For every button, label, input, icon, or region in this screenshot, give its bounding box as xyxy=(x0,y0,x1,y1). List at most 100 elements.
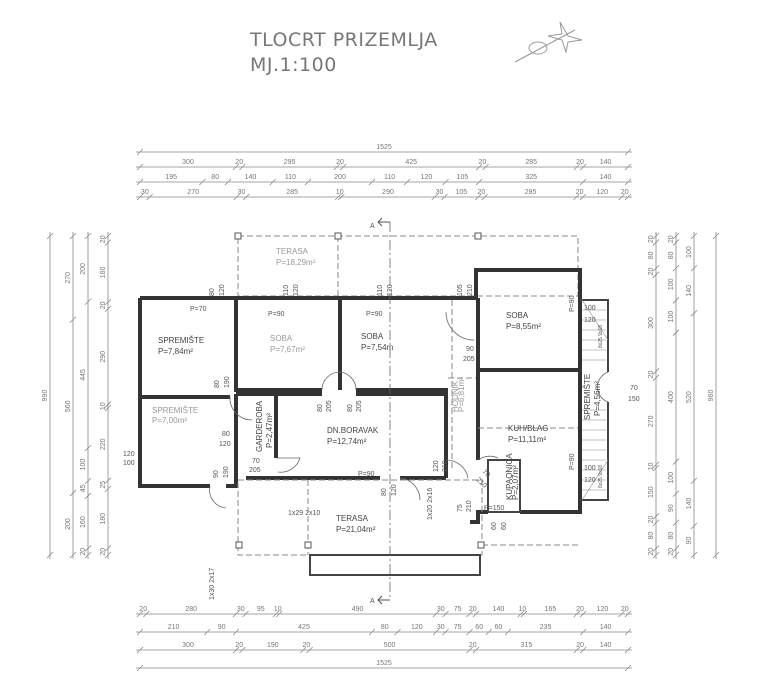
gard-door-bottom: 205 xyxy=(249,467,261,474)
dim-bottom-0-tick xyxy=(624,610,632,618)
dim-top-2-value: 120 xyxy=(421,174,433,181)
soba3-door-top: 90 xyxy=(466,346,474,353)
dim-top-1-tick xyxy=(232,163,240,171)
terasa-win-top: 80 xyxy=(381,488,388,496)
dim-right-0-tick xyxy=(652,271,660,278)
dim-right-3-tick xyxy=(712,551,720,559)
dim-left-3-tick xyxy=(104,477,112,484)
dim-top-2-tick xyxy=(224,178,232,186)
dim-top-3-value: 20 xyxy=(621,189,629,196)
dim-right-1-value: 100 xyxy=(668,311,675,323)
entry-door-top: 75 xyxy=(457,504,464,512)
dim-bottom-2-tick xyxy=(624,646,632,654)
dim-left-1-tick xyxy=(69,551,77,559)
dim-top-2-tick xyxy=(199,178,206,186)
w3-top: 110 xyxy=(377,285,384,296)
dim-left-3-value: 180 xyxy=(100,513,107,525)
dim-right-0-tick xyxy=(652,551,660,559)
dim-right-2-tick xyxy=(690,264,698,272)
dim-right-0-value: 80 xyxy=(648,532,655,540)
dim-bottom-0-value: 280 xyxy=(185,606,197,613)
dim-right-2-value: 520 xyxy=(686,391,693,403)
dim-left-3-tick xyxy=(104,239,112,246)
dim-bottom-1-value: 80 xyxy=(381,624,389,631)
dim-left-3-value: 220 xyxy=(100,438,107,450)
dim-bottom-3-value: 1525 xyxy=(376,660,392,667)
dim-right-1-tick xyxy=(672,329,680,336)
dim-right-0-tick xyxy=(652,232,660,240)
dim-left-3-tick xyxy=(104,404,112,412)
spr2-bottom-top: 90 xyxy=(213,470,220,478)
spr2-side-top: 120 xyxy=(123,451,135,458)
section-label-bottom: A xyxy=(370,598,375,605)
dim-bottom-2-value: 20 xyxy=(469,642,477,649)
boravak-door-bottom: 210 xyxy=(442,460,449,472)
staircase xyxy=(581,299,609,501)
dim-bottom-2-tick xyxy=(232,646,240,654)
soba3-win-bottom: 120 xyxy=(584,317,596,324)
dim-top-1-value: 20 xyxy=(576,159,584,166)
dim-top-2-value: 325 xyxy=(525,174,537,181)
dim-right-2-tick xyxy=(690,551,698,559)
dim-bottom-2-value: 190 xyxy=(267,642,279,649)
dim-top-3-value: 20 xyxy=(478,189,486,196)
section-label-top: A xyxy=(370,223,375,230)
dim-right-2-value: 140 xyxy=(686,285,693,297)
dim-right-1-tick xyxy=(672,551,680,559)
kuh-win-top: 100 xyxy=(584,465,596,472)
dim-top-1-tick xyxy=(239,163,246,171)
dim-left-3-value: 20 xyxy=(100,548,107,556)
dim-left-2-tick xyxy=(84,492,92,500)
opening-labels: P=70 80 120 P=90 110 120 P=90 110 120 10… xyxy=(123,284,640,530)
soba1-door-bottom: 205 xyxy=(326,400,333,412)
dim-bottom-2-tick xyxy=(306,646,313,654)
dim-bottom-1-tick xyxy=(368,628,376,636)
dim-bottom-1-tick xyxy=(136,628,144,636)
dim-top-1-tick xyxy=(624,163,632,171)
dim-right-3-tick xyxy=(712,232,720,240)
dim-right-0-value: 300 xyxy=(648,317,655,329)
dim-top-3-value: 10 xyxy=(336,189,344,196)
boravak-door-top: 120 xyxy=(433,460,440,472)
dim-left-2-value: 445 xyxy=(80,369,87,381)
dim-bottom-2-value: 300 xyxy=(182,642,194,649)
dim-right-0-tick xyxy=(652,264,660,272)
dim-top-2-tick xyxy=(624,178,632,186)
dim-left-2-value: 100 xyxy=(80,459,87,471)
soba3-door-bottom: 205 xyxy=(463,356,475,363)
dim-top-3-tick xyxy=(431,193,439,201)
dim-top-0-value: 1525 xyxy=(376,144,392,151)
dim-bottom-3-tick xyxy=(136,664,144,672)
dim-left-2-tick xyxy=(84,477,92,485)
dim-bottom-0-tick xyxy=(143,610,150,618)
dim-top-1-value: 20 xyxy=(479,159,487,166)
dim-right-1-tick xyxy=(672,490,680,498)
dim-bottom-2-value: 20 xyxy=(576,642,584,649)
dim-bottom-1-tick xyxy=(432,628,440,636)
dim-top-2-tick xyxy=(475,178,483,186)
room-area-soba-1: P=7,67m² xyxy=(270,345,305,354)
kup-door-top: 70 xyxy=(481,468,492,479)
dim-bottom-0-tick xyxy=(573,610,581,618)
door-swings xyxy=(209,311,609,509)
dim-top-2-value: 140 xyxy=(245,174,257,181)
dim-bottom-0-tick xyxy=(520,610,528,618)
dim-left-1-tick xyxy=(69,232,77,240)
room-area-spremiste-3: P=4,56m² xyxy=(593,381,602,416)
w2-top: 110 xyxy=(283,285,290,296)
room-area-soba-2: P=7,54m xyxy=(361,343,394,352)
dim-bottom-0-value: 30 xyxy=(237,606,245,613)
stairs-door-bottom: 150 xyxy=(628,396,640,403)
kup-win-top: 60 xyxy=(491,522,498,530)
dim-top-3-value: 285 xyxy=(286,189,298,196)
dim-top-1-tick xyxy=(333,163,341,171)
dim-bottom-2-value: 315 xyxy=(521,642,533,649)
dim-top-1-value: 425 xyxy=(405,159,417,166)
dim-top-1-tick xyxy=(475,163,483,171)
dim-left-1-value: 200 xyxy=(65,518,72,530)
dim-right-0-value: 270 xyxy=(648,415,655,427)
room-area-soba-3: P=8,55m² xyxy=(506,322,541,331)
dim-left-3-tick xyxy=(104,305,112,313)
dim-right-0-tick xyxy=(652,461,660,469)
